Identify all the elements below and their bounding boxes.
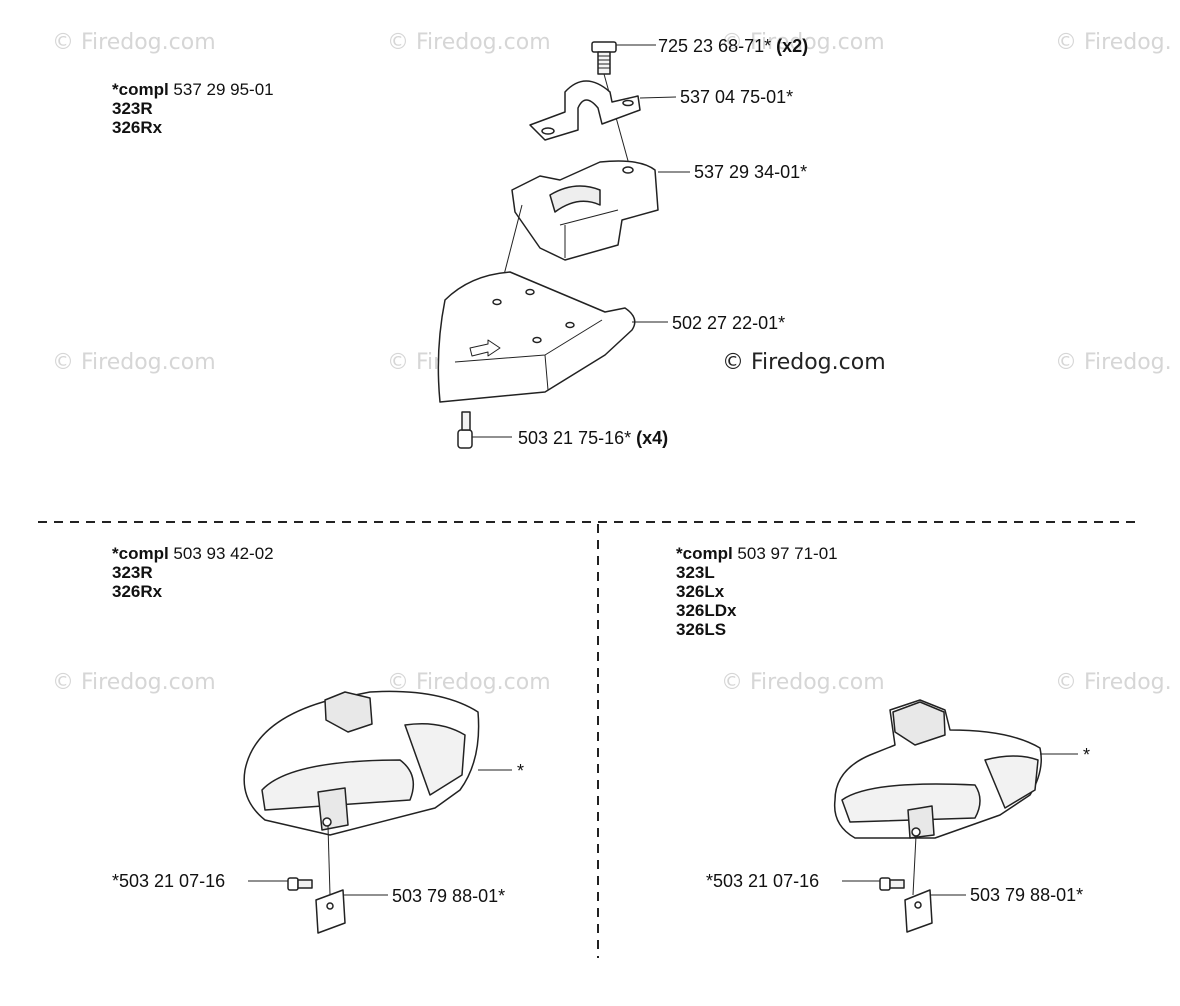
callout-plate: 503 79 88-01* [970, 885, 1084, 905]
callout-screw: *503 21 07-16 [112, 871, 226, 891]
bracket-part [511, 160, 659, 261]
guard-part [437, 271, 636, 403]
model-label: 326Rx [112, 118, 163, 137]
model-label: 326Rx [112, 582, 163, 601]
compl-prefix: *compl [676, 544, 733, 563]
model-label: 323R [112, 99, 153, 118]
compl-number: 537 29 95-01 [173, 80, 274, 99]
callout-screw: 503 21 75-16* (x4) [518, 428, 669, 448]
callout-guard: 502 27 22-01* [672, 313, 786, 333]
watermark: © Firedog.com [387, 30, 551, 55]
callout-bracket: 537 29 34-01* [694, 162, 808, 182]
watermark: © Firedog. [1055, 670, 1172, 695]
watermark: © Firedog.com [52, 30, 216, 55]
watermark: © Firedog.com [52, 670, 216, 695]
watermark: © Firedog.com [52, 350, 216, 375]
bolt-part [591, 41, 617, 75]
right-section-info: *compl 503 97 71-01 323L 326Lx 326LDx 32… [676, 544, 838, 639]
top-section-info: *compl 537 29 95-01 323R 326Rx [112, 80, 274, 137]
callout-screw: *503 21 07-16 [706, 871, 820, 891]
compl-number: 503 93 42-02 [173, 544, 274, 563]
left-plate-part [315, 889, 346, 934]
callout-guard-asterisk: * [1083, 745, 1091, 765]
right-guard-part [833, 699, 1042, 839]
callout-plate: 503 79 88-01* [392, 886, 506, 906]
screw-part [457, 411, 473, 449]
callout-clamp: 537 04 75-01* [680, 87, 794, 107]
watermark: © Firedog.com [721, 30, 885, 55]
clamp-part [529, 80, 641, 141]
watermark: © Firedog.com [721, 670, 885, 695]
main-watermark: © Firedog.com [722, 350, 886, 375]
watermark: © Firedog.com [387, 670, 551, 695]
watermark: © Firedog. [1055, 350, 1172, 375]
callout-guard-asterisk: * [517, 761, 525, 781]
right-screw-part [879, 877, 905, 891]
callout-bolt: 725 23 68-71* (x2) [658, 36, 809, 56]
watermark: © Firedog. [1055, 30, 1172, 55]
model-label: 323L [676, 563, 715, 582]
model-label: 326Lx [676, 582, 725, 601]
model-label: 326LS [676, 620, 727, 639]
compl-number: 503 97 71-01 [737, 544, 838, 563]
right-plate-part [904, 889, 933, 933]
model-label: 323R [112, 563, 153, 582]
model-label: 326LDx [676, 601, 737, 620]
left-guard-part [243, 690, 480, 836]
compl-prefix: *compl [112, 80, 169, 99]
left-section-info: *compl 503 93 42-02 323R 326Rx [112, 544, 274, 601]
left-screw-part [287, 877, 313, 891]
compl-prefix: *compl [112, 544, 169, 563]
